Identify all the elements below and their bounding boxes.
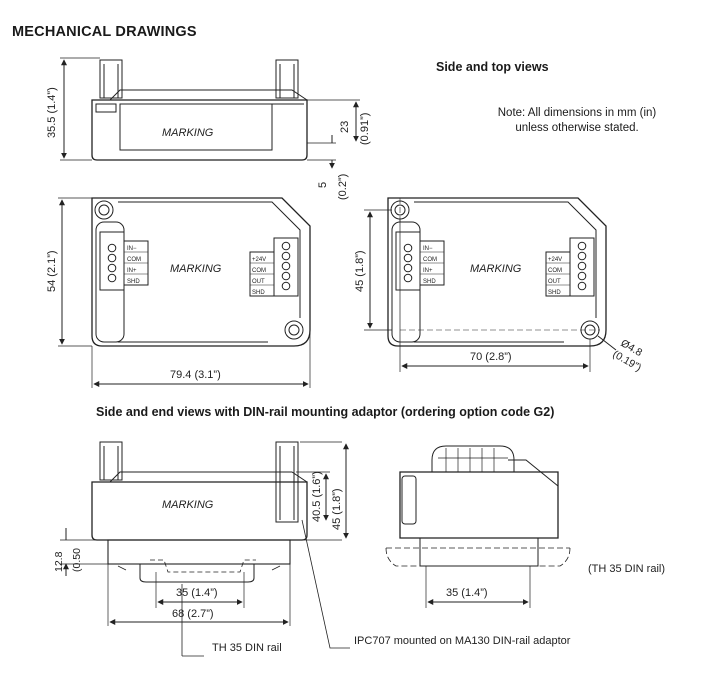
din-end-dimensions: 35 (1.4”) xyxy=(425,566,531,608)
dim-top2-height: 45 (1.8”) xyxy=(354,250,366,292)
side-view-dimensions: 35.5 (1.4”) 23 (0.91”) 5 (0.2”) xyxy=(46,57,371,200)
terminal-label: OUT xyxy=(252,279,265,285)
dim-side-foot: 5 xyxy=(317,182,329,188)
din-side-view: MARKING xyxy=(91,441,308,583)
terminal-label: +24V xyxy=(548,257,562,263)
top-view-left-dimensions: 54 (2.1”) 79.4 (3.1”) xyxy=(46,197,311,388)
dim-side-height: 35.5 (1.4”) xyxy=(46,87,58,138)
terminal-block-right xyxy=(249,237,299,297)
din-side-dimensions: 40.5 (1.6”) 45 (1.8”) 12.8 (0.50 35 (1.4… xyxy=(53,441,350,657)
label-th35-bottom: TH 35 DIN rail xyxy=(212,642,282,654)
marking-label-top-left: MARKING xyxy=(170,263,222,275)
label-adaptor: IPC707 mounted on MA130 DIN-rail adaptor xyxy=(354,635,571,647)
terminal-labels-right: +24V COM OUT SHD xyxy=(252,257,266,296)
terminal-label: COM xyxy=(423,257,437,263)
section-title-din-rail: Side and end views with DIN-rail mountin… xyxy=(96,405,555,419)
din-end-view xyxy=(385,445,571,567)
dim-top2-width: 70 (2.8”) xyxy=(470,351,512,363)
terminal-label: +24V xyxy=(252,257,266,263)
side-view: MARKING xyxy=(91,59,308,161)
terminal-label: COM xyxy=(252,268,266,274)
terminal-label: SHD xyxy=(548,290,561,296)
dim-din-rail-h: 12.8 xyxy=(53,551,65,572)
terminal-label: IN− xyxy=(127,246,137,252)
top-view-left: MARKING xyxy=(91,197,311,347)
label-th35-right: (TH 35 DIN rail) xyxy=(588,563,665,575)
terminal-label: IN+ xyxy=(423,268,433,274)
dimensions-note: Note: All dimensions in mm (in) unless o… xyxy=(497,107,657,134)
dim-end-w: 35 (1.4”) xyxy=(446,587,488,599)
terminal-label: OUT xyxy=(548,279,561,285)
dim-din-w1: 35 (1.4”) xyxy=(176,587,218,599)
dim-side-body-in: (0.91”) xyxy=(359,113,371,145)
marking-label-top-right: MARKING xyxy=(470,263,522,275)
terminal-label: COM xyxy=(548,268,562,274)
top-view-right: MARKING xyxy=(387,197,607,347)
page-title: MECHANICAL DRAWINGS xyxy=(12,24,197,40)
terminal-label: IN+ xyxy=(127,268,137,274)
terminal-label: SHD xyxy=(127,279,140,285)
dim-din-rail-h-in: (0.50 xyxy=(71,548,83,572)
dim-din-h1: 40.5 (1.6”) xyxy=(311,471,323,522)
terminal-labels-right-view: IN− COM IN+ SHD +24V COM OUT SHD xyxy=(423,246,562,296)
terminal-label: COM xyxy=(127,257,141,263)
terminal-label: IN− xyxy=(423,246,433,252)
terminal-block-left xyxy=(107,240,149,286)
marking-label-din-side: MARKING xyxy=(162,499,214,511)
dim-side-body: 23 xyxy=(339,121,351,133)
top-view-right-dimensions: 45 (1.8”) 70 (2.8”) Ø4.8 (0.19”) xyxy=(354,209,644,374)
dim-side-foot-in: (0.2”) xyxy=(337,174,349,200)
dim-top-width: 79.4 (3.1”) xyxy=(170,369,221,381)
terminal-label: SHD xyxy=(252,290,265,296)
terminal-label: SHD xyxy=(423,279,436,285)
dim-din-h2: 45 (1.8”) xyxy=(331,488,343,530)
terminal-labels-left: IN− COM IN+ SHD xyxy=(127,246,141,285)
marking-label-side: MARKING xyxy=(162,127,214,139)
dim-top-height: 54 (2.1”) xyxy=(46,250,58,292)
section-title-side-top: Side and top views xyxy=(436,60,549,74)
dim-din-w2: 68 (2.7”) xyxy=(172,608,214,620)
